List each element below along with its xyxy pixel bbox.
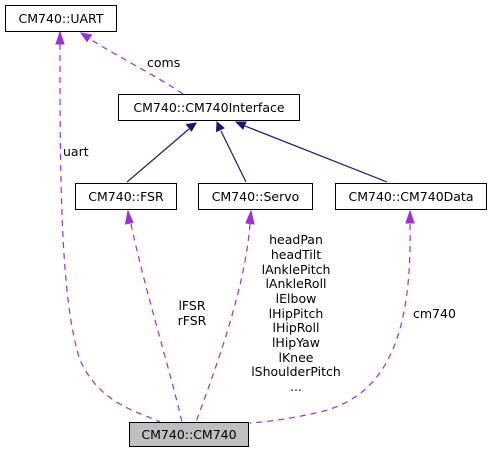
edge-uart-to-cm740: [55, 30, 161, 423]
node-label: CM740::CM740: [141, 427, 236, 442]
node-label: CM740::CM740Data: [348, 189, 473, 204]
node-cm740[interactable]: CM740::CM740: [129, 422, 249, 447]
edge-data-to-cm740: [249, 209, 415, 424]
servo-member-label: headTilt: [271, 247, 321, 262]
node-cm740-interface[interactable]: CM740::CM740Interface: [118, 94, 300, 121]
servo-member-label: lHipPitch: [269, 306, 324, 321]
edge-label-cm740: cm740: [413, 306, 456, 321]
usage-edges: [55, 30, 415, 424]
node-label: CM740::UART: [19, 11, 104, 26]
servo-member-label: lKnee: [279, 350, 314, 365]
edge-servo-to-cm740: [195, 209, 255, 423]
edge-fsr-to-cm740: [124, 209, 183, 423]
node-fsr[interactable]: CM740::FSR: [75, 183, 177, 210]
node-label: CM740::CM740Interface: [133, 100, 284, 115]
fsr-member-label: rFSR: [178, 313, 207, 328]
servo-member-label: lHipRoll: [273, 320, 320, 335]
node-label: CM740::FSR: [88, 189, 164, 204]
inheritance-edges: [126, 120, 388, 183]
servo-member-label: lElbow: [276, 291, 317, 306]
edge-label-fsr-list: lFSR rFSR: [178, 298, 207, 328]
edge-data-to-interface: [234, 121, 388, 183]
node-label: CM740::Servo: [212, 189, 300, 204]
servo-member-label: lAnkleRoll: [265, 276, 326, 291]
edge-uart-to-interface-coms: [79, 32, 184, 95]
servo-member-label: lAnklePitch: [262, 262, 331, 277]
servo-member-label: lHipYaw: [272, 335, 320, 350]
edge-label-coms: coms: [147, 55, 180, 70]
edge-labels: coms uart lFSR rFSR headPan headTilt lAn…: [63, 55, 456, 394]
edge-label-uart: uart: [63, 144, 89, 159]
servo-member-label: ...: [290, 379, 302, 394]
node-servo[interactable]: CM740::Servo: [198, 183, 313, 210]
servo-member-label: lShoulderPitch: [251, 364, 341, 379]
node-cm740-data[interactable]: CM740::CM740Data: [335, 183, 487, 210]
edge-servo-to-interface: [215, 120, 247, 183]
edge-fsr-to-interface: [126, 122, 197, 183]
servo-member-label: headPan: [269, 232, 323, 247]
edge-label-servo-list: headPan headTilt lAnklePitch lAnkleRoll …: [251, 232, 341, 394]
fsr-member-label: lFSR: [178, 298, 205, 313]
node-uart[interactable]: CM740::UART: [5, 5, 117, 32]
